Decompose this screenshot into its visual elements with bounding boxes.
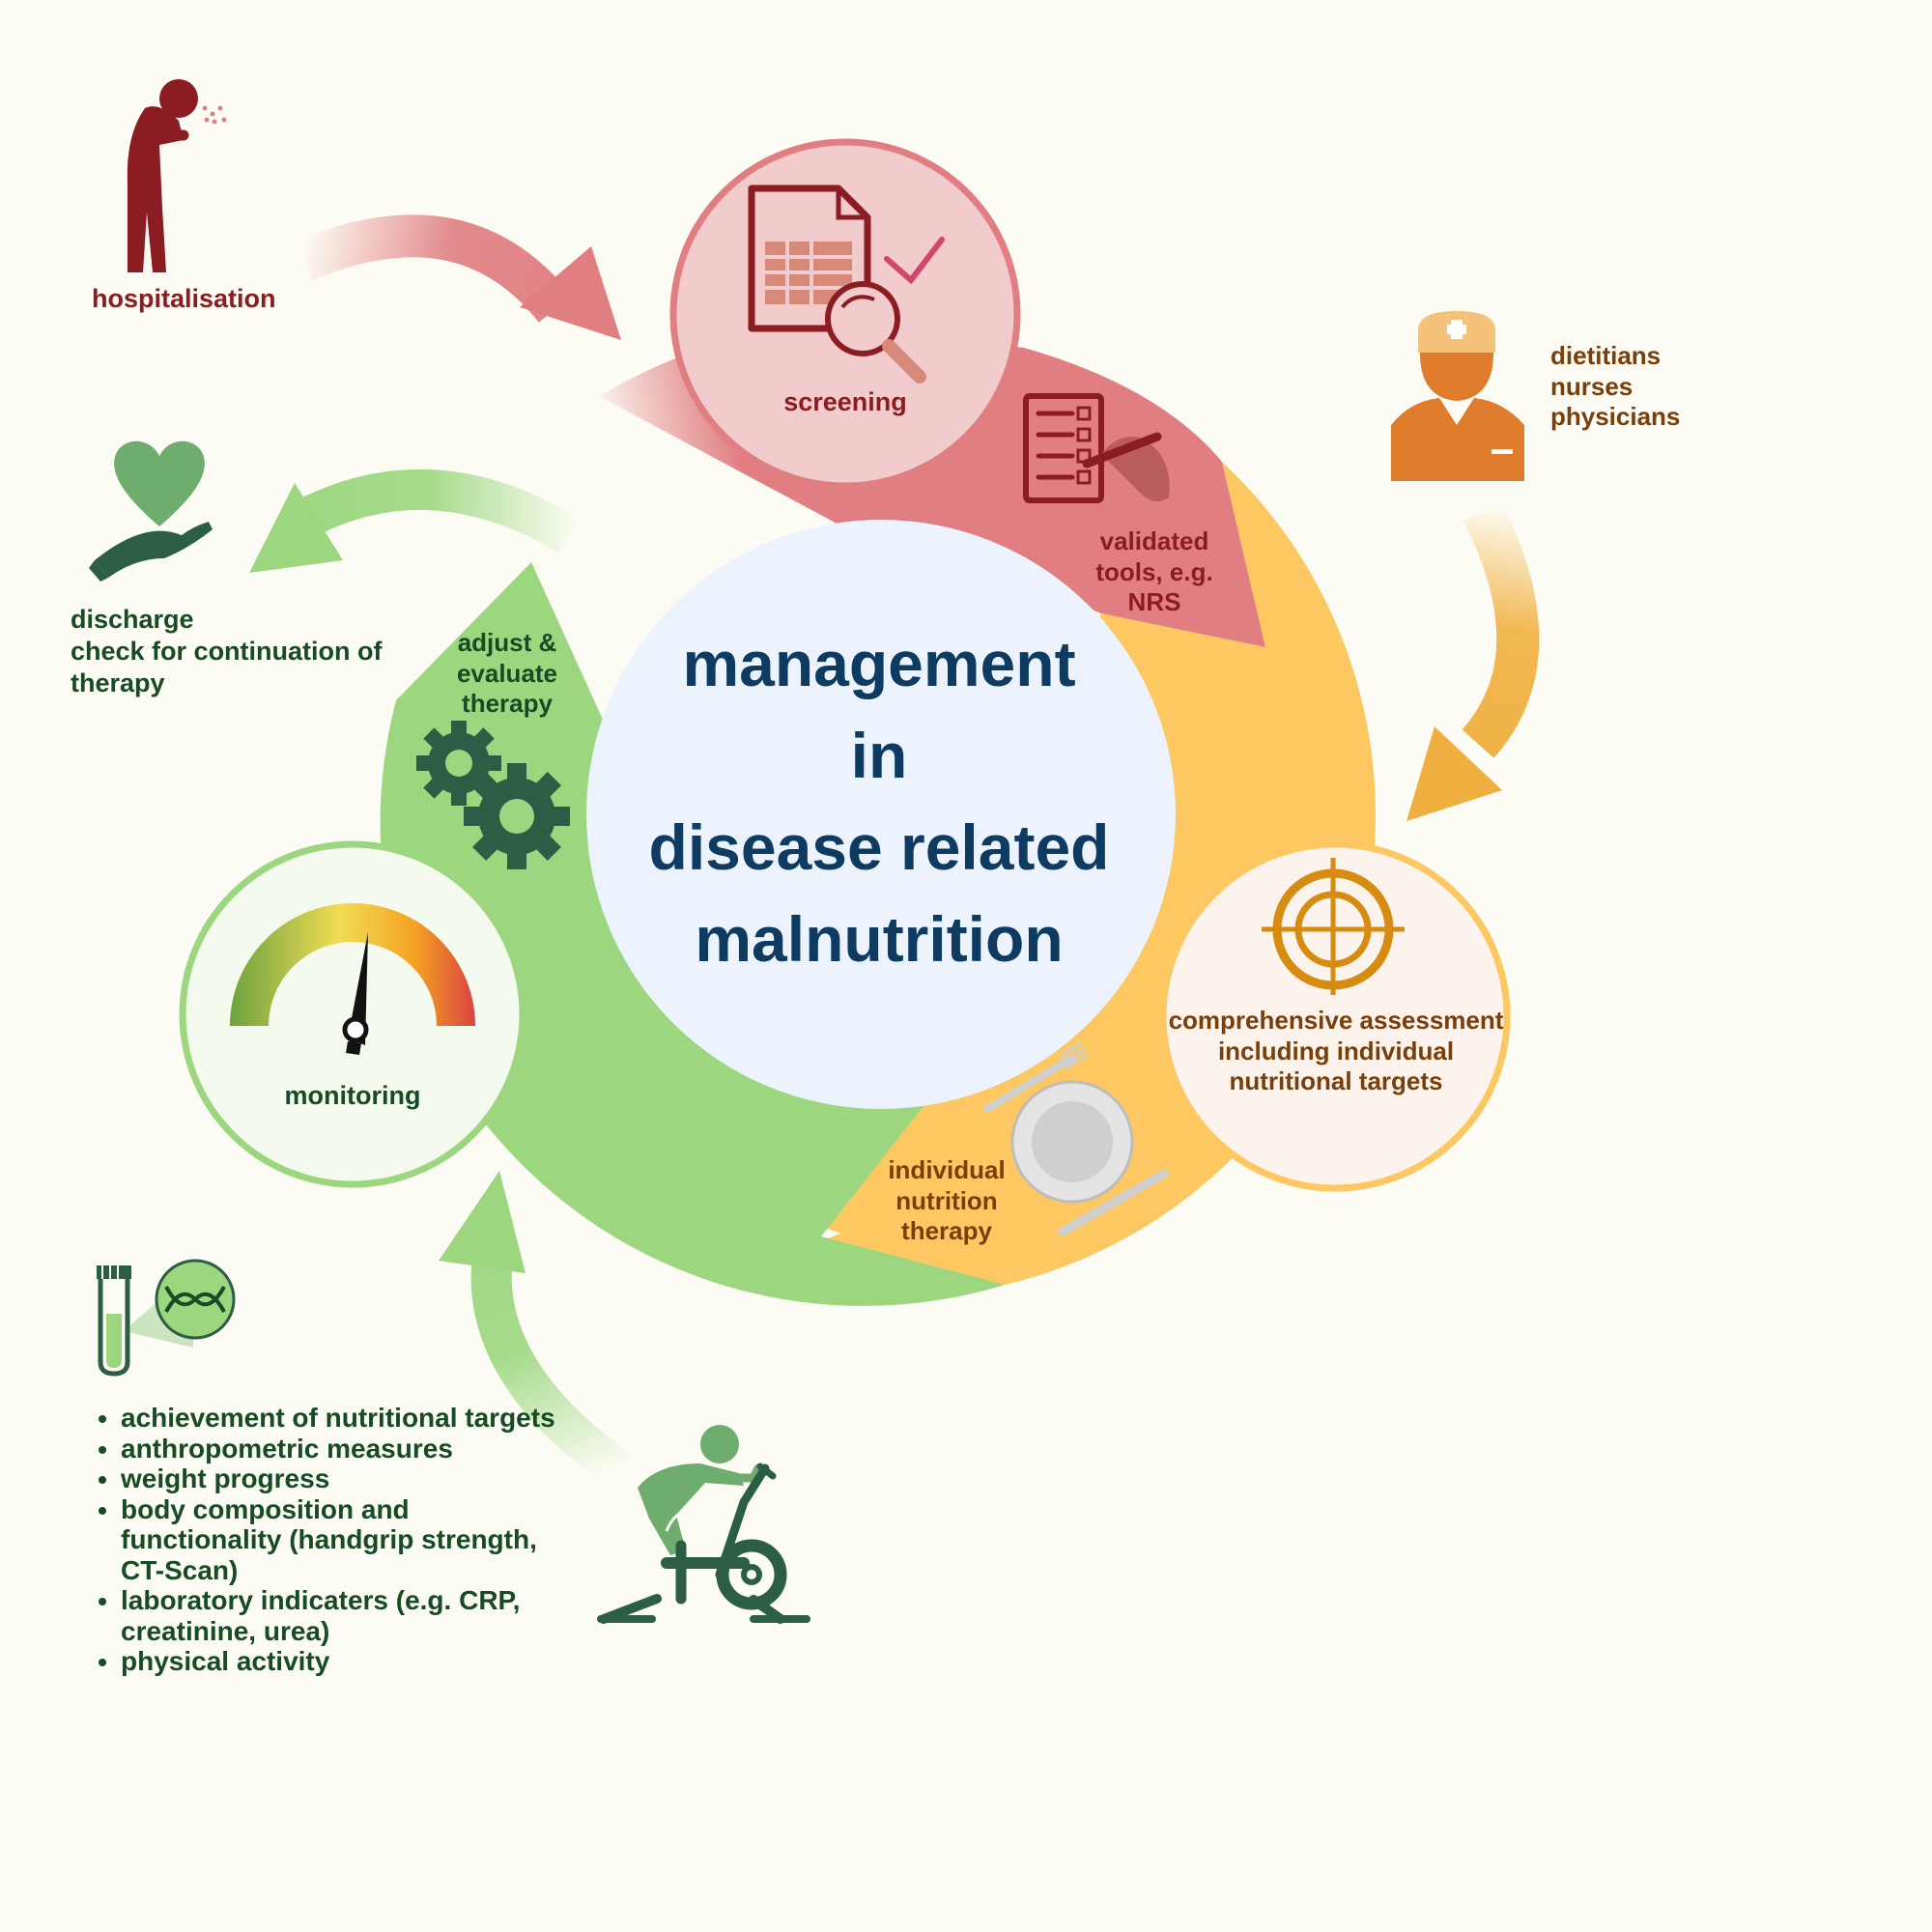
- list-item: body composition and functionality (hand…: [121, 1494, 565, 1586]
- discharge-line: check for continuation of: [71, 636, 383, 666]
- validated-tools-line: validated: [1099, 526, 1209, 555]
- center-circle: [586, 520, 1176, 1109]
- assessment-line: comprehensive assessment: [1168, 1006, 1504, 1035]
- monitoring-label: monitoring: [284, 1081, 421, 1110]
- sick-person-icon: [127, 79, 227, 273]
- staff-line: physicians: [1550, 402, 1681, 432]
- list-item: laboratory indicaters (e.g. CRP, creatin…: [121, 1585, 526, 1646]
- arrow-hospitalisation-to-screening: [296, 214, 621, 340]
- screening-label: screening: [783, 387, 907, 416]
- assessment-label: comprehensive assessment including indiv…: [1157, 1006, 1515, 1097]
- discharge-line: therapy: [71, 668, 165, 697]
- gauge-icon: [230, 903, 475, 1055]
- nutrition-therapy-line: nutrition: [895, 1185, 998, 1215]
- exercise-bike-icon: [597, 1425, 810, 1624]
- hospitalisation-label: hospitalisation: [92, 284, 276, 313]
- nutrition-therapy-line: therapy: [901, 1216, 992, 1246]
- target-icon: [1262, 858, 1405, 995]
- center-title-line: malnutrition: [695, 903, 1064, 975]
- discharge-label: discharge check for continuation of ther…: [71, 604, 383, 699]
- center-title: management in disease related malnutriti…: [599, 618, 1159, 985]
- heart-hand-icon: [89, 440, 213, 582]
- ring-segment-therapy: [821, 1203, 1005, 1285]
- adjust-label: adjust & evaluate therapy: [440, 628, 575, 720]
- plate-cutlery-icon: [983, 1040, 1169, 1236]
- adjust-line: evaluate: [456, 658, 558, 688]
- center-title-line: management: [682, 628, 1076, 699]
- checklist-pen-icon: [1023, 393, 1170, 503]
- list-item: weight progress: [121, 1463, 623, 1494]
- list-item: anthropometric measures: [121, 1434, 623, 1464]
- center-title-line: disease related: [648, 811, 1110, 883]
- validated-tools-line: NRS: [1127, 587, 1181, 617]
- nutrition-therapy-label: individual nutrition therapy: [869, 1155, 1024, 1247]
- center-title-line: in: [850, 720, 908, 791]
- monitoring-criteria-list: achievement of nutritional targets anthr…: [92, 1403, 623, 1677]
- adjust-line: adjust &: [457, 628, 557, 657]
- nurse-icon: [1391, 311, 1524, 481]
- staff-label: dietitians nurses physicians: [1550, 341, 1680, 433]
- list-item: achievement of nutritional targets: [121, 1403, 623, 1434]
- validated-tools-label: validated tools, e.g. NRS: [1072, 526, 1236, 618]
- assessment-circle: [1159, 840, 1511, 1192]
- list-item: physical activity: [121, 1646, 623, 1677]
- validated-tools-line: tools, e.g.: [1095, 556, 1213, 586]
- arrow-staff-to-assessment: [1406, 502, 1540, 821]
- staff-line: dietitians: [1550, 341, 1662, 370]
- staff-line: nurses: [1550, 371, 1634, 401]
- assessment-line: nutritional targets: [1229, 1066, 1443, 1096]
- document-magnifier-icon: [748, 185, 945, 384]
- assessment-line: including individual: [1217, 1036, 1455, 1065]
- arrow-to-discharge: [249, 469, 581, 573]
- adjust-line: therapy: [462, 689, 553, 719]
- discharge-line: discharge: [71, 605, 194, 634]
- nutrition-therapy-line: individual: [888, 1155, 1006, 1184]
- arrow-activity-to-monitoring: [439, 1171, 636, 1491]
- gears-icon: [416, 721, 570, 869]
- test-tube-dna-icon: [97, 1259, 236, 1377]
